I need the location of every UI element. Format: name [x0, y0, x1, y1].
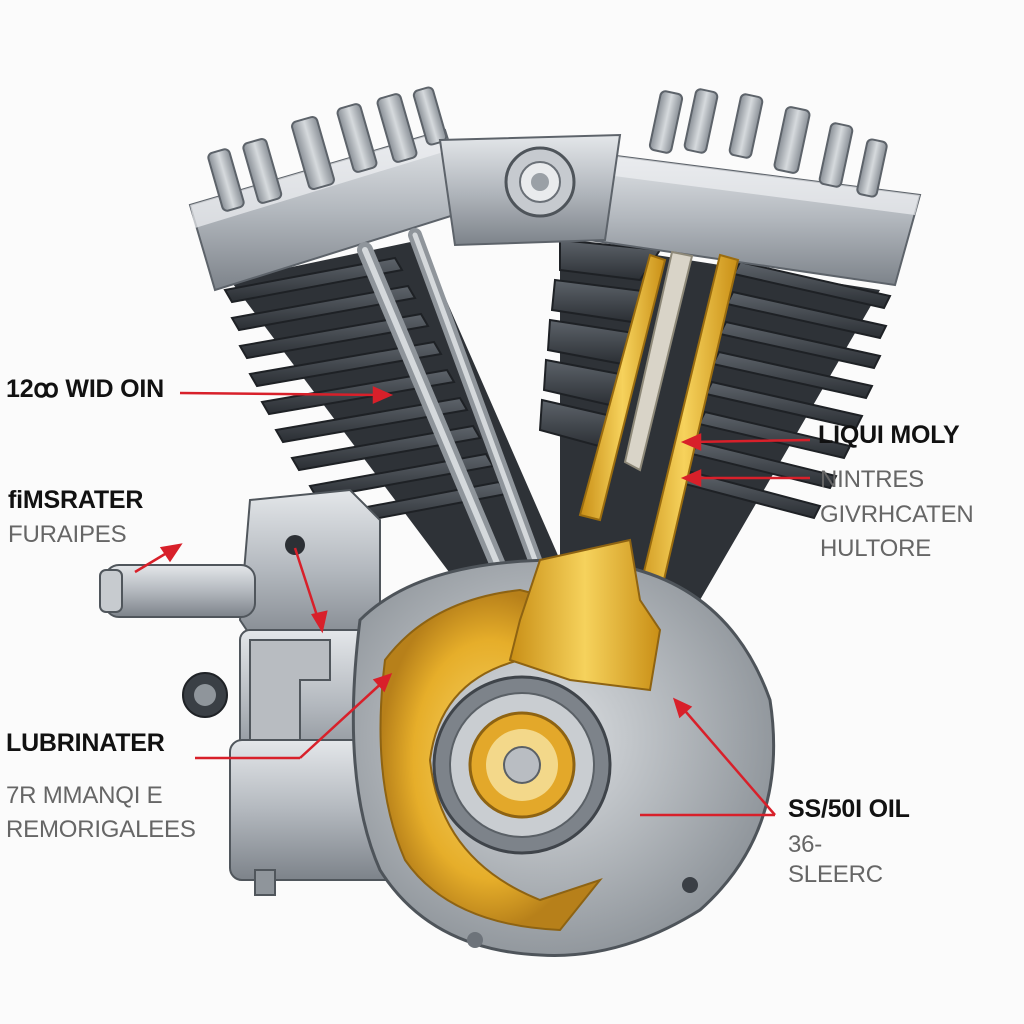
label-furaipes: FURAIPES [8, 521, 127, 548]
label-sleerc: SLEERC [788, 861, 883, 888]
label-wid-oin: 12ꝏ WID OIN [6, 375, 165, 403]
label-ss50-oil: SS/50I OIL [788, 795, 910, 823]
left-cylinder-head [188, 86, 472, 292]
leader-ss50-oil [640, 697, 776, 817]
label-lubrinater: LUBRINATER [6, 729, 165, 757]
crankcase [351, 538, 776, 957]
label-givrhcaten: GIVRHCATEN [820, 501, 974, 528]
pushrods [357, 228, 542, 578]
leader-liqui-moly [680, 433, 811, 487]
label-liqui-moly: LIQUI MOLY [818, 421, 960, 449]
label-36: 36- [788, 831, 823, 858]
label-7r-mmanqie: 7R MMANQI E [6, 782, 163, 809]
right-cylinder-fins [538, 238, 892, 520]
v-block [438, 133, 622, 247]
leader-wid-oin [179, 386, 394, 404]
leader-fimsrater [134, 543, 328, 634]
leader-lubrinater [195, 672, 393, 760]
oil-passages [578, 250, 740, 642]
right-cylinder-head [553, 88, 922, 287]
leader-lines [134, 386, 811, 817]
label-remorigalees: REMORIGALEES [6, 816, 196, 843]
label-fimsrater: fiMSRATER [8, 486, 144, 514]
label-hultore: HULTORE [820, 535, 932, 562]
label-nintres: NINTRES [820, 466, 924, 493]
